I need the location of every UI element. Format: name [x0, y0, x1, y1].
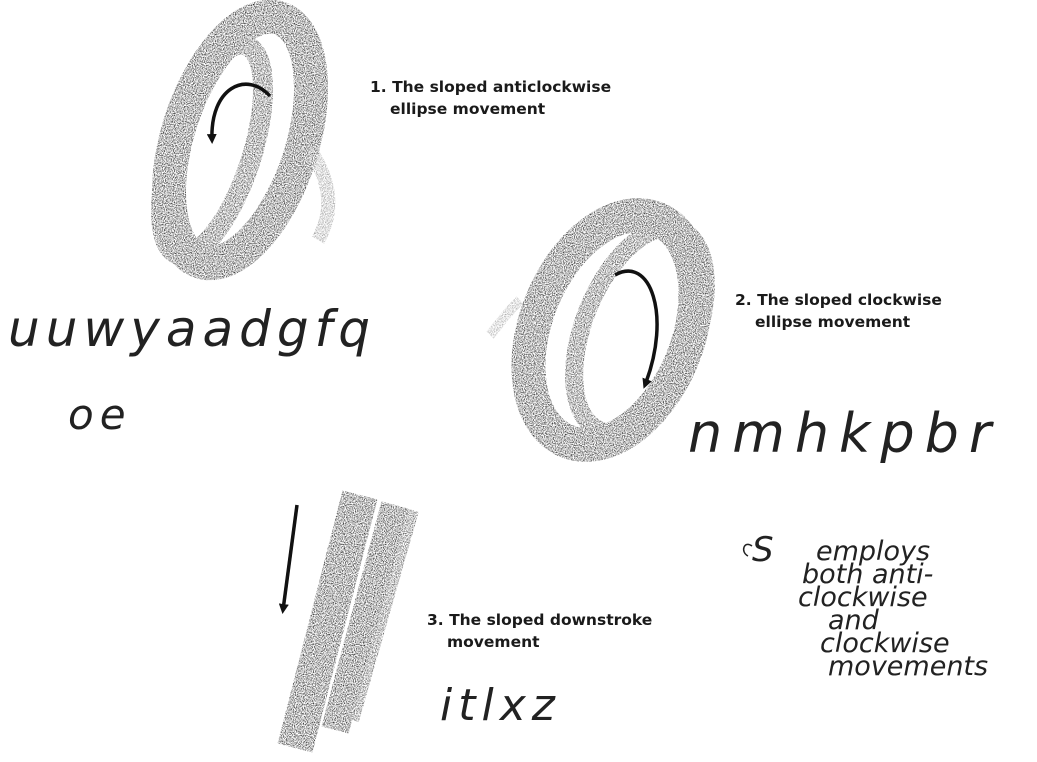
movement-caption-3: 3. The sloped downstroke movement: [427, 609, 652, 653]
anticlockwise-letters: uuwyaadgfq: [8, 300, 376, 358]
anticlockwise-ellipse-stroke: [140, 0, 339, 281]
down-arrow-icon: [283, 505, 297, 610]
s-symbol: S: [752, 530, 774, 570]
clockwise-arrow-icon: [615, 271, 657, 385]
movement-caption-1: 1. The sloped anticlockwise ellipse move…: [370, 76, 611, 120]
downstroke-stroke: [295, 495, 412, 748]
movement-caption-2: 2. The sloped clockwise ellipse movement: [735, 289, 942, 333]
note-line: clockwise: [798, 586, 988, 609]
s-note: employs both anti- clockwise and clockwi…: [798, 540, 988, 678]
downstroke-letters: itlxz: [440, 680, 561, 731]
s-symbol-arrow-icon: [744, 544, 752, 556]
clockwise-letters: nmhkpbr: [688, 402, 1001, 465]
anticlockwise-extra-letters: oe: [68, 390, 132, 439]
